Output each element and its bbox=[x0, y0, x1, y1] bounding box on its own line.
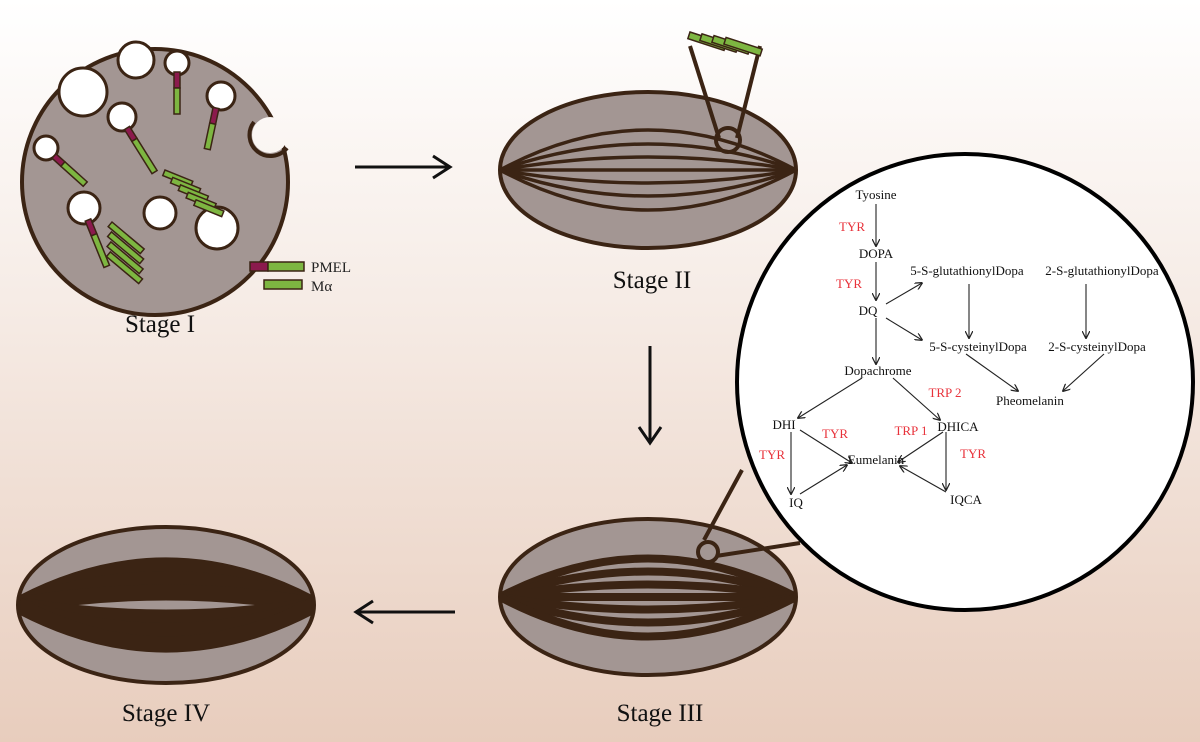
enzyme-tyr-1: TYR bbox=[839, 219, 865, 234]
glutathionyldopa-2-label: 2-S-glutathionylDopa bbox=[1045, 263, 1159, 278]
stage-1-label: Stage I bbox=[125, 311, 195, 338]
stage-1-fibril-sheets bbox=[105, 169, 225, 285]
stage-1-pmel-fibrils bbox=[50, 71, 220, 269]
enzyme-tyr-2: TYR bbox=[836, 276, 862, 291]
arrow-stage3-to-stage4 bbox=[353, 599, 455, 625]
enzyme-tyr-3: TYR bbox=[822, 426, 848, 441]
dhi-label: DHI bbox=[772, 417, 795, 432]
iqca-label: IQCA bbox=[950, 492, 982, 507]
stage-4-label: Stage IV bbox=[122, 700, 210, 727]
pathway-metabolites: Tyosine DOPA DQ 5-S-glutathionylDopa 2-S… bbox=[772, 187, 1158, 510]
enzyme-trp1: TRP 1 bbox=[894, 423, 927, 438]
pathway-arrows bbox=[791, 204, 1105, 494]
stage-2-fibrils bbox=[500, 128, 796, 212]
stage-4-melanized-fibrils bbox=[18, 557, 314, 653]
legend-pmel-label: PMEL bbox=[311, 260, 351, 276]
stage-1-vesicles bbox=[32, 40, 240, 251]
melanin-synthesis-pathway: Tyosine DOPA DQ 5-S-glutathionylDopa 2-S… bbox=[735, 152, 1195, 612]
cysteinyldopa-5-label: 5-S-cysteinylDopa bbox=[929, 339, 1027, 354]
legend: PMEL Mα bbox=[249, 260, 351, 295]
pheomelanin-label: Pheomelanin bbox=[996, 393, 1064, 408]
arrow-stage1-to-stage2 bbox=[355, 154, 453, 180]
pmel-legend-swatch-green bbox=[267, 261, 305, 272]
stage-2-fibril-sheet bbox=[686, 31, 764, 57]
enzyme-tyr-4: TYR bbox=[759, 447, 785, 462]
dopa-label: DOPA bbox=[859, 246, 894, 261]
stage-4-melanosome: Stage IV bbox=[16, 525, 316, 727]
eumelanin-label: Eumelanin bbox=[848, 452, 905, 467]
enzyme-trp2: TRP 2 bbox=[928, 385, 961, 400]
cysteinyldopa-2-label: 2-S-cysteinylDopa bbox=[1048, 339, 1146, 354]
legend-ma-label: Mα bbox=[311, 279, 332, 295]
pathway-zoom-circle bbox=[735, 152, 1195, 612]
stage-1-melanosome: PMEL Mα Stage I bbox=[20, 40, 351, 338]
stage-2-label: Stage II bbox=[613, 267, 691, 294]
dq-label: DQ bbox=[859, 303, 878, 318]
pmel-legend-swatch-purple bbox=[249, 261, 269, 272]
arrow-stage2-to-stage3 bbox=[637, 346, 663, 446]
stage-3-label: Stage III bbox=[617, 700, 704, 727]
pathway-enzymes: TYR TYR TRP 2 TYR TRP 1 TYR TYR bbox=[759, 219, 986, 462]
stage-3-pigmented-fibrils bbox=[500, 554, 796, 641]
iq-label: IQ bbox=[789, 495, 803, 510]
stage-2-melanosome: Stage II bbox=[498, 31, 798, 294]
dhica-label: DHICA bbox=[937, 419, 979, 434]
enzyme-tyr-5: TYR bbox=[960, 446, 986, 461]
stage-3-melanosome: Stage III bbox=[498, 469, 801, 727]
stage-2-zoom-callout bbox=[686, 31, 764, 154]
dopachrome-label: Dopachrome bbox=[844, 363, 911, 378]
stage-3-zoom-callout bbox=[696, 469, 801, 564]
glutathionyldopa-5-label: 5-S-glutathionylDopa bbox=[910, 263, 1024, 278]
tyrosine-label: Tyosine bbox=[856, 187, 897, 202]
ma-legend-swatch bbox=[263, 279, 303, 290]
